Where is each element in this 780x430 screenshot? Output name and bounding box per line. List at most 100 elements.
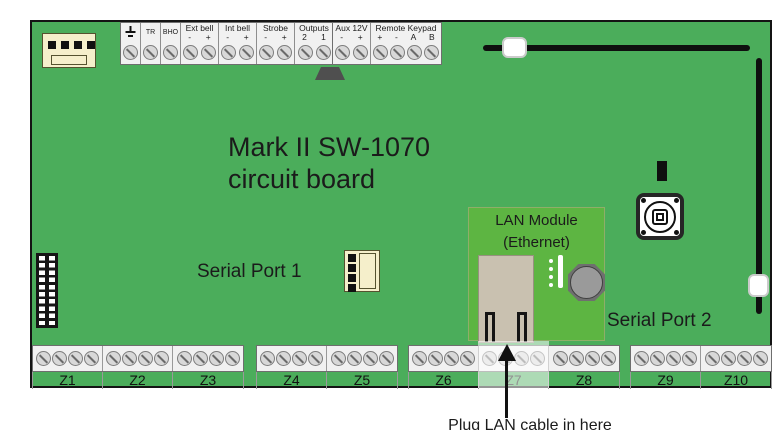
zone-cell xyxy=(409,346,479,371)
connector-pin-icon xyxy=(348,254,356,262)
sounder-square-icon xyxy=(652,208,668,225)
screw-terminal-icon xyxy=(52,351,68,366)
connector-pin-icon xyxy=(61,41,69,49)
connector-pin-icon xyxy=(348,274,356,282)
lan-module-label-line2: (Ethernet) xyxy=(503,234,570,251)
connector-flap xyxy=(359,253,376,289)
screw-row xyxy=(219,41,256,64)
screw-terminal-icon xyxy=(163,45,178,60)
zone-label: Z10 xyxy=(723,372,749,388)
screw-terminal-icon xyxy=(315,45,331,60)
screw-terminal-icon xyxy=(424,45,439,60)
screw-terminal-icon xyxy=(224,351,240,366)
wire-bead xyxy=(748,274,769,297)
polarity-labels: -+ xyxy=(188,32,211,42)
zone-cell xyxy=(701,346,771,371)
horizontal-wire xyxy=(483,45,750,51)
terminal-label: Aux 12V xyxy=(335,23,368,33)
capacitor xyxy=(568,264,605,301)
screw-terminal-icon xyxy=(720,351,736,366)
terminal-cell: Aux 12V-+ xyxy=(333,23,371,64)
screw-terminal-icon xyxy=(276,45,292,60)
screw-terminal-icon xyxy=(123,45,138,60)
screw-row xyxy=(295,41,333,64)
zone-label: Z4 xyxy=(257,372,327,389)
screw-row xyxy=(371,41,441,64)
screw-terminal-icon xyxy=(83,351,99,366)
zone-strip-2: Z4 Z5 xyxy=(256,345,398,389)
screw-dot-icon xyxy=(641,198,646,203)
callout-text: Plug LAN cable in here xyxy=(448,417,612,430)
jack-prong-icon xyxy=(517,312,527,342)
sounder-ring-icon xyxy=(644,200,676,233)
screw-terminal-icon xyxy=(704,351,720,366)
serial-port-1-label: Serial Port 1 xyxy=(197,261,302,282)
board-title-line2: circuit board xyxy=(228,164,376,194)
screw-terminal-icon xyxy=(208,351,224,366)
polarity-labels: -+ xyxy=(264,32,287,42)
screw-terminal-icon xyxy=(752,351,768,366)
terminal-label: Outputs xyxy=(299,23,329,33)
terminal-label: Strobe xyxy=(262,23,289,33)
screw-terminal-icon xyxy=(346,351,362,366)
pin-column xyxy=(39,256,45,325)
screw-terminal-icon xyxy=(552,351,568,366)
screw-terminal-icon xyxy=(183,45,199,60)
led-dot-icon xyxy=(549,267,553,271)
zone-label: Z5 xyxy=(353,372,371,388)
screw-terminal-icon xyxy=(221,45,237,60)
screw-terminal-icon xyxy=(143,45,158,60)
screw-terminal-icon xyxy=(335,45,351,60)
zone-cell xyxy=(549,346,619,371)
screw-terminal-icon xyxy=(373,45,388,60)
zone-cell xyxy=(173,346,243,371)
screw-terminal-icon xyxy=(192,351,208,366)
screw-terminal-icon xyxy=(378,351,394,366)
jack-prong-icon xyxy=(485,312,495,342)
screw-terminal-icon xyxy=(443,351,459,366)
terminal-label: Int bell xyxy=(224,23,251,33)
terminal-cell: Strobe-+ xyxy=(257,23,295,64)
serial-port-2-label: Serial Port 2 xyxy=(607,310,712,331)
terminal-cell: Ext bell-+ xyxy=(181,23,219,64)
zone-cell xyxy=(327,346,397,371)
screw-terminal-icon xyxy=(665,351,681,366)
power-connector xyxy=(42,33,96,68)
terminal-cell: Int bell-+ xyxy=(219,23,257,64)
connector-pin-icon xyxy=(87,41,95,49)
lan-module: LAN Module (Ethernet) xyxy=(468,207,605,341)
screw-row xyxy=(257,41,294,64)
wire-bead xyxy=(502,37,527,58)
zone-terminal-row xyxy=(630,345,772,372)
screw-terminal-icon xyxy=(330,351,346,366)
screw-terminal-icon xyxy=(122,351,138,366)
zone-label: Z3 xyxy=(199,372,217,388)
piezo-sounder xyxy=(636,193,684,240)
screw-terminal-icon xyxy=(153,351,169,366)
component-rect xyxy=(657,161,667,181)
ethernet-jack xyxy=(478,255,534,343)
zone-label: Z1 xyxy=(33,372,103,389)
screw-terminal-icon xyxy=(459,351,475,366)
led-dot-icon xyxy=(549,283,553,287)
zone-label: Z8 xyxy=(575,372,593,388)
connector-pin-icon xyxy=(348,264,356,272)
screw-terminal-icon xyxy=(176,351,192,366)
screw-dot-icon xyxy=(674,198,679,203)
screw-row xyxy=(121,41,140,64)
terminal-cell xyxy=(121,23,141,64)
screw-terminal-icon xyxy=(736,351,752,366)
zone-label: Z2 xyxy=(103,372,173,389)
callout-arrow-stem xyxy=(505,359,508,418)
screw-terminal-icon xyxy=(600,351,616,366)
screw-terminal-icon xyxy=(568,351,584,366)
screw-terminal-icon xyxy=(352,45,368,60)
terminal-label: Ext bell xyxy=(185,23,214,33)
